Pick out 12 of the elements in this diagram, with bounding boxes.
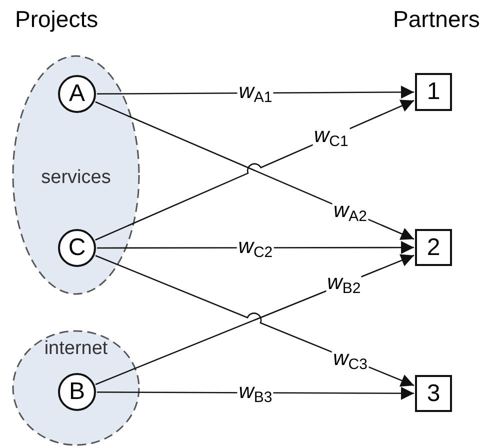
group-label: services — [40, 167, 112, 189]
arrow — [97, 386, 414, 400]
column-heading: Partners — [393, 6, 480, 33]
arrow — [97, 86, 414, 99]
partner-box: 2 — [415, 229, 452, 266]
group-label: internet — [43, 338, 109, 360]
group-ellipse — [12, 55, 140, 295]
group-ellipse — [12, 330, 140, 446]
column-heading: Projects — [15, 6, 98, 33]
partner-box: 1 — [415, 73, 452, 111]
arrow — [97, 241, 414, 254]
partner-box: 3 — [415, 375, 452, 412]
